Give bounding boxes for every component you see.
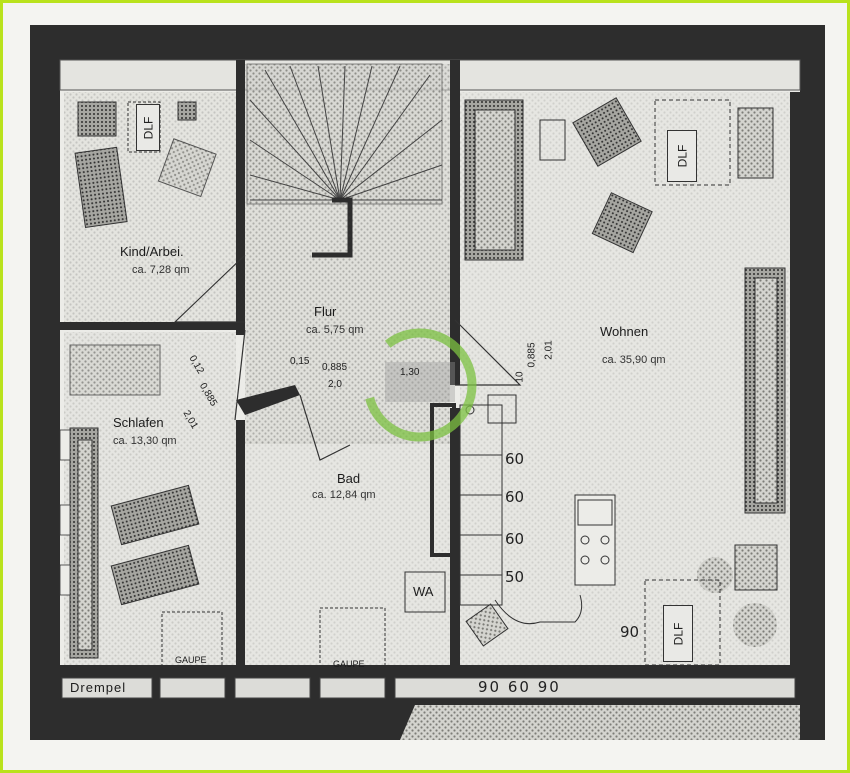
hand-60-c: 60 [505,530,525,548]
dim-015: 0,15 [290,356,310,367]
skylight-wohnen-bottom: DLF [663,605,693,662]
room-area-kind: ca. 7,28 qm [132,264,190,276]
hand-90: 90 [620,623,640,641]
room-area-bad: ca. 12,84 qm [312,489,376,501]
hand-50: 50 [505,568,525,586]
windows [59,429,71,596]
room-name-flur: Flur [314,304,337,319]
bad-floor [245,440,450,665]
dim-0885-right: 0,885 [526,342,538,368]
kind-furniture [74,101,217,228]
staircase [246,63,443,205]
drempel-strip [60,665,800,740]
hand-60-a: 60 [505,450,525,468]
watermark-logo [363,328,477,442]
skylight-kind: DLF [136,104,160,151]
hand-bottom-measures: 90 60 90 [478,678,561,696]
room-area-flur: ca. 5,75 qm [306,324,364,336]
schlafen-furniture [69,344,223,673]
room-area-schlafen: ca. 13,30 qm [113,435,177,447]
dim-0885-center: 0,885 [322,362,348,373]
room-name-schlafen: Schlafen [113,415,164,430]
dim-20: 2,0 [328,379,342,390]
room-name-wohnen: Wohnen [600,324,649,339]
skylight-wohnen-top: DLF [667,130,697,182]
wohnen-furniture [464,97,786,666]
room-area-wohnen: ca. 35,90 qm [602,354,666,366]
door-swings [173,254,522,461]
drempel-label: Drempel [70,680,127,695]
interior-walls [60,60,800,670]
gaupe-label-left: GAUPE [175,655,207,665]
gaupe-label-center: GAUPE [333,659,365,669]
dim-130: 1,30 [400,367,420,378]
dim-10: 10 [514,371,526,383]
hand-60-b: 60 [505,488,525,506]
room-name-kind: Kind/Arbei. [120,244,184,259]
dim-201-right: 2,01 [543,340,555,360]
room-name-bad: Bad [337,471,361,486]
stair-well-wall [312,197,353,258]
wa-label: WA [413,584,434,599]
